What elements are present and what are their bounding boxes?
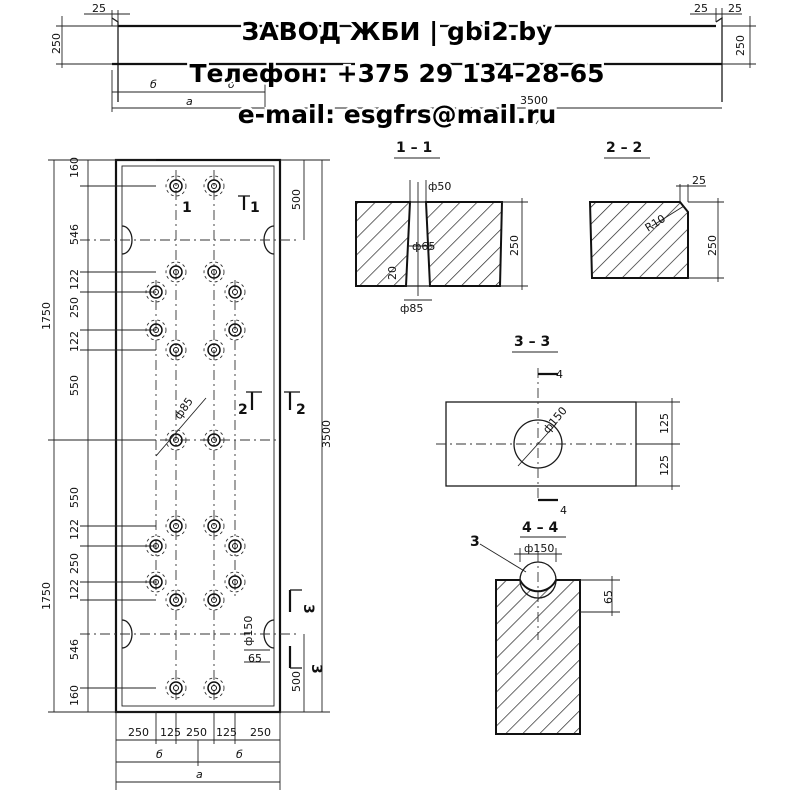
plan-hole <box>203 339 225 361</box>
plan-view: 160 546 122 250 122 550 550 122 250 122 … <box>40 157 333 790</box>
plan-hole <box>203 677 225 699</box>
section-2-2: 2 – 2 25 R10 250 <box>588 140 724 282</box>
plan-holes <box>145 175 246 699</box>
cut-2-right: 2 <box>296 402 306 418</box>
plan-dim-122-a: 122 <box>68 269 81 290</box>
company-header: ЗАВОД ЖБИ | gbi2.by Телефон: +375 29 134… <box>187 15 607 132</box>
top-dim-b1: б <box>150 78 157 91</box>
sec44-d65: 65 <box>602 590 615 604</box>
plan-hole <box>203 515 225 537</box>
plan-hole <box>165 261 187 283</box>
top-dim-250-left: 250 <box>50 33 63 54</box>
plan-bottom-125-a: 125 <box>160 726 181 739</box>
company-email: e-mail: esgfrs@mail.ru <box>238 100 557 129</box>
cut-1-right: 1 <box>250 200 260 216</box>
plan-dim-1750-bottom: 1750 <box>40 582 53 610</box>
sec33-phi150: ф150 <box>540 404 570 436</box>
sec11-phi50: ф50 <box>428 180 451 193</box>
plan-hole <box>203 175 225 197</box>
plan-bottom-250-b: 250 <box>186 726 207 739</box>
plan-dim-3500: 3500 <box>320 420 333 448</box>
plan-hole <box>165 339 187 361</box>
plan-hole <box>165 677 187 699</box>
section-3-3: 3 – 3 ф150 4 4 125 125 <box>436 334 680 517</box>
sec33-d125a: 125 <box>658 413 671 434</box>
plan-hole <box>224 319 246 341</box>
plan-bottom-b1: б <box>156 748 163 761</box>
plan-dim-550-b: 550 <box>68 487 81 508</box>
section-3-3-title: 3 – 3 <box>514 334 550 350</box>
plan-dim-250-b: 250 <box>68 553 81 574</box>
sec33-cut4-top: 4 <box>556 368 563 381</box>
plan-hole <box>203 589 225 611</box>
cut-2-left: 2 <box>238 402 248 418</box>
sec11-phi85: ф85 <box>400 302 423 315</box>
plan-dim-1750-top: 1750 <box>40 302 53 330</box>
plan-dim-122-b: 122 <box>68 331 81 352</box>
plan-dim-160-bottom: 160 <box>68 685 81 706</box>
section-4-4: 4 – 4 ф150 3 65 <box>470 520 620 735</box>
section-1-1-title: 1 – 1 <box>396 140 432 156</box>
plan-bottom-250-a: 250 <box>128 726 149 739</box>
plan-bottom-b2: б <box>236 748 243 761</box>
top-elevation-view: 25 250 б б а 25 25 250 3500 <box>50 2 756 125</box>
plan-bottom-125-b: 125 <box>216 726 237 739</box>
plan-hole <box>224 281 246 303</box>
company-phone: Телефон: +375 29 134-28-65 <box>189 59 604 88</box>
top-dim-a: а <box>186 95 193 108</box>
sec22-d250: 250 <box>706 235 719 256</box>
company-name: ЗАВОД ЖБИ | gbi2.by <box>242 17 553 46</box>
plan-dim-122-c: 122 <box>68 519 81 540</box>
plan-dim-160-top: 160 <box>68 157 81 178</box>
sec44-phi150: ф150 <box>524 542 554 555</box>
section-4-4-title: 4 – 4 <box>522 520 558 536</box>
plan-hole <box>165 515 187 537</box>
sec11-phi65: ф65 <box>412 240 435 253</box>
plan-bottom-a: а <box>196 768 203 781</box>
plan-dim-500-top: 500 <box>290 189 303 210</box>
top-dim-25-left: 25 <box>92 2 106 15</box>
plan-bottom-250-c: 250 <box>250 726 271 739</box>
plan-hole <box>203 261 225 283</box>
plan-dim-550-a: 550 <box>68 375 81 396</box>
plan-dim-546-bottom: 546 <box>68 639 81 660</box>
top-dim-25-right2: 25 <box>728 2 742 15</box>
plan-dim-250-a: 250 <box>68 297 81 318</box>
top-dim-3500: 3500 <box>520 94 548 107</box>
sec11-d250: 250 <box>508 235 521 256</box>
cut-1-left: 1 <box>182 200 192 216</box>
top-dim-25-right: 25 <box>694 2 708 15</box>
cut-3-bottom: 3 <box>308 664 324 674</box>
plan-dim-65: 65 <box>248 652 262 665</box>
sec33-d125b: 125 <box>658 455 671 476</box>
plan-hole <box>203 429 225 451</box>
plan-hole <box>224 535 246 557</box>
section-1-1: 1 – 1 ф50 ф65 ф85 20 250 <box>355 140 528 315</box>
plan-dim-122-d: 122 <box>68 579 81 600</box>
sec33-cut4-bottom: 4 <box>560 504 567 517</box>
plan-hole <box>224 571 246 593</box>
plan-phi150: ф150 <box>242 616 255 646</box>
plan-dim-500-bottom: 500 <box>290 671 303 692</box>
sec11-d20: 20 <box>386 266 399 280</box>
top-dim-250-right: 250 <box>734 35 747 56</box>
sec22-d25: 25 <box>692 174 706 187</box>
cut-3-top: 3 <box>300 604 316 614</box>
section-2-2-title: 2 – 2 <box>606 140 642 156</box>
sec44-mark3: 3 <box>470 534 480 550</box>
top-dim-b2: б <box>228 78 235 91</box>
plan-dim-546-top: 546 <box>68 224 81 245</box>
plan-hole <box>165 175 187 197</box>
plan-phi85: ф85 <box>172 395 196 422</box>
plan-hole <box>165 589 187 611</box>
